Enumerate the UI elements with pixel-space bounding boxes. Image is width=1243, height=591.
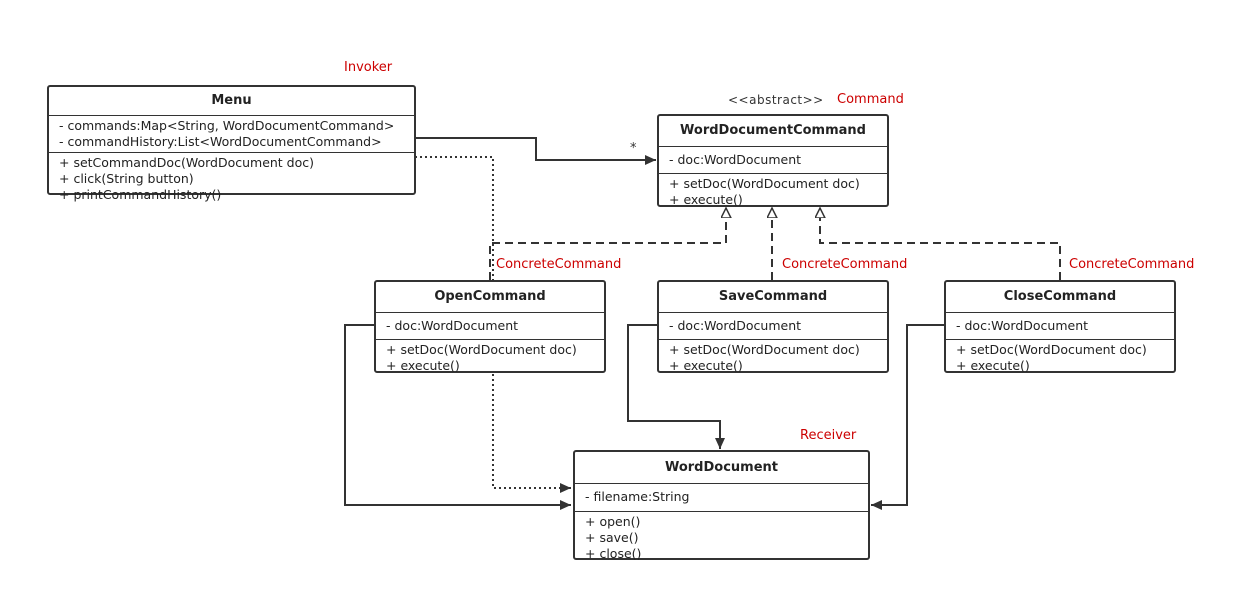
class-name: SaveCommand bbox=[659, 282, 887, 313]
class-word-document-command[interactable]: WordDocumentCommand - doc:WordDocument +… bbox=[657, 114, 889, 207]
attribute: - commands:Map<String, WordDocumentComma… bbox=[59, 118, 395, 133]
method: + setDoc(WordDocument doc) bbox=[956, 342, 1147, 357]
method: + save() bbox=[585, 530, 639, 545]
association-menu-to-command bbox=[415, 137, 656, 165]
class-name: Menu bbox=[49, 87, 414, 116]
class-name: CloseCommand bbox=[946, 282, 1174, 313]
attributes-section: - filename:String bbox=[575, 484, 868, 512]
method: + open() bbox=[585, 514, 641, 529]
class-name: OpenCommand bbox=[376, 282, 604, 313]
method: + close() bbox=[585, 546, 642, 561]
role-command: Command bbox=[837, 92, 904, 107]
class-word-document[interactable]: WordDocument - filename:String + open() … bbox=[573, 450, 870, 561]
method: + execute() bbox=[386, 358, 460, 373]
method: + execute() bbox=[956, 358, 1030, 373]
methods-section: + setDoc(WordDocument doc) + execute() bbox=[659, 174, 887, 210]
role-invoker: Invoker bbox=[344, 60, 393, 75]
method: + setDoc(WordDocument doc) bbox=[669, 176, 860, 191]
attributes-section: - doc:WordDocument bbox=[376, 313, 604, 340]
method: + execute() bbox=[669, 358, 743, 373]
attribute: - doc:WordDocument bbox=[669, 318, 802, 333]
multiplicity-label: * bbox=[630, 141, 637, 156]
association-open-to-document bbox=[344, 324, 571, 510]
role-concrete-open: ConcreteCommand bbox=[496, 257, 622, 272]
method: + setDoc(WordDocument doc) bbox=[669, 342, 860, 357]
role-concrete-close: ConcreteCommand bbox=[1069, 257, 1195, 272]
methods-section: + setDoc(WordDocument doc) + execute() bbox=[946, 340, 1174, 376]
role-receiver: Receiver bbox=[800, 428, 857, 443]
association-close-to-document bbox=[871, 324, 945, 510]
attribute: - doc:WordDocument bbox=[956, 318, 1089, 333]
method: + setDoc(WordDocument doc) bbox=[386, 342, 577, 357]
method: + setCommandDoc(WordDocument doc) bbox=[59, 155, 315, 170]
class-name: WordDocumentCommand bbox=[659, 116, 887, 147]
methods-section: + setCommandDoc(WordDocument doc) + clic… bbox=[49, 153, 414, 205]
attributes-section: - commands:Map<String, WordDocumentComma… bbox=[49, 116, 414, 153]
attributes-section: - doc:WordDocument bbox=[659, 313, 887, 340]
attributes-section: - doc:WordDocument bbox=[946, 313, 1174, 340]
stereotype-abstract: <<abstract>> bbox=[728, 93, 824, 107]
attributes-section: - doc:WordDocument bbox=[659, 147, 887, 174]
attribute: - commandHistory:List<WordDocumentComman… bbox=[59, 134, 382, 149]
attribute: - doc:WordDocument bbox=[669, 152, 802, 167]
class-save-command[interactable]: SaveCommand - doc:WordDocument + setDoc(… bbox=[657, 280, 889, 373]
class-menu[interactable]: Menu - commands:Map<String, WordDocument… bbox=[47, 85, 416, 202]
attribute: - filename:String bbox=[585, 489, 690, 504]
association-save-to-document bbox=[627, 324, 725, 449]
method: + printCommandHistory() bbox=[59, 187, 222, 202]
class-open-command[interactable]: OpenCommand - doc:WordDocument + setDoc(… bbox=[374, 280, 606, 373]
method: + execute() bbox=[669, 192, 743, 207]
realization-open-to-command bbox=[489, 208, 726, 280]
methods-section: + setDoc(WordDocument doc) + execute() bbox=[659, 340, 887, 376]
methods-section: + setDoc(WordDocument doc) + execute() bbox=[376, 340, 604, 376]
class-name: WordDocument bbox=[575, 452, 868, 484]
methods-section: + open() + save() + close() bbox=[575, 512, 868, 564]
class-close-command[interactable]: CloseCommand - doc:WordDocument + setDoc… bbox=[944, 280, 1176, 373]
realization-close-to-command bbox=[820, 208, 1061, 280]
role-concrete-save: ConcreteCommand bbox=[782, 257, 908, 272]
attribute: - doc:WordDocument bbox=[386, 318, 519, 333]
method: + click(String button) bbox=[59, 171, 194, 186]
